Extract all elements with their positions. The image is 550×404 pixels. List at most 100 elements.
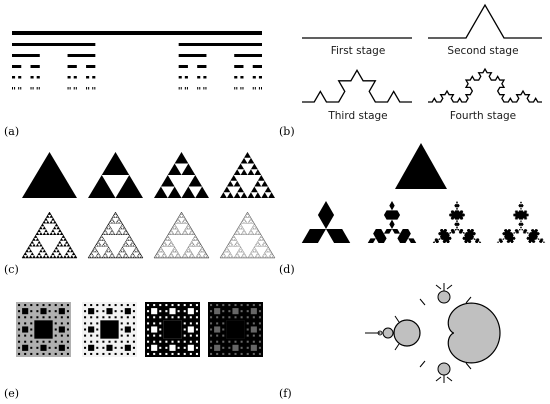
sierpinski-cell: [253, 248, 255, 250]
sierpinski-cell: [263, 242, 265, 244]
sierpinski-cell: [265, 253, 266, 255]
sierpinski-cell: [190, 242, 192, 244]
sierpinski-cell: [181, 234, 183, 235]
sierpinski-cell: [261, 245, 263, 246]
sierpinski-cell: [189, 234, 191, 235]
sierpinski-cell: [156, 256, 158, 258]
carpet-hole: [214, 344, 221, 351]
carpet-hole: [54, 316, 57, 319]
carpet-hole: [159, 328, 162, 331]
sierpinski-cell: [175, 232, 177, 234]
sierpinski-cell: [254, 256, 256, 258]
sierpinski-cell: [184, 251, 186, 253]
cantor-segment: [236, 87, 238, 90]
sierpinski-cell: [167, 186, 182, 198]
sierpinski-cell: [187, 246, 189, 248]
sierpinski-cell: [22, 255, 26, 258]
sierpinski-cell: [47, 212, 52, 215]
carpet-hole: [228, 346, 231, 349]
sierpinski-cell: [157, 256, 159, 258]
carpet-hole: [96, 334, 99, 337]
sierpinski-cell: [268, 250, 270, 252]
sierpinski-cell: [179, 255, 181, 256]
sierpinski-cell: [110, 233, 113, 235]
sierpinski-cell: [202, 250, 204, 252]
sierpinski-cell: [99, 255, 101, 257]
sierpinski-cell: [242, 222, 244, 224]
sierpinski-cell: [173, 245, 175, 247]
cantor-segment: [258, 87, 260, 90]
sierpinski-cell: [238, 249, 240, 251]
sierpinski-cell: [99, 243, 101, 246]
sierpinski-cell: [176, 221, 178, 223]
sierpinski-cell: [225, 250, 227, 251]
sierpinski-cell: [185, 233, 187, 235]
carpet-hole: [210, 322, 213, 325]
sierpinski-cell: [266, 248, 268, 250]
sierpinski-cell: [229, 245, 230, 246]
sierpinski-cell: [119, 232, 122, 234]
cantor-segment: [30, 65, 40, 68]
sierpinski-cell: [108, 256, 111, 258]
sierpinski-cell: [254, 245, 256, 247]
sierpinski-cell: [106, 245, 109, 247]
sierpinski-cell: [173, 245, 175, 246]
carpet-hole: [120, 322, 123, 325]
carpet-hole: [147, 322, 150, 325]
sierpinski-cell: [236, 242, 238, 244]
sierpinski-cell: [110, 230, 113, 233]
carpet-hole: [126, 304, 129, 307]
carpet-hole: [30, 304, 33, 307]
sierpinski-cell: [246, 256, 248, 258]
sierpinski-cell: [237, 241, 239, 243]
sierpinski-cell: [228, 249, 230, 251]
koch-snowflake-iteration-0: [395, 143, 447, 189]
sierpinski-cell: [245, 215, 247, 217]
carpet-hole: [147, 310, 150, 313]
carpet-hole: [18, 340, 21, 343]
carpet-hole: [120, 304, 123, 307]
sierpinski-cell: [186, 250, 188, 251]
carpet-hole: [222, 346, 225, 349]
sierpinski-outline: [153, 211, 210, 259]
sierpinski-cell: [125, 233, 128, 235]
sierpinski-cell: [262, 240, 263, 241]
sierpinski-cell: [190, 245, 192, 246]
sierpinski-cell: [247, 192, 255, 198]
sierpinski-cell: [163, 252, 165, 253]
sierpinski-cell: [126, 255, 129, 257]
sierpinski-cell: [238, 232, 239, 234]
sierpinski-cell: [173, 248, 175, 250]
sierpinski-cell: [112, 220, 115, 223]
carpet-hole: [169, 308, 176, 315]
sierpinski-cell: [176, 251, 178, 253]
sierpinski-cell: [166, 245, 168, 247]
cantor-segment: [203, 76, 207, 79]
sierpinski-cell: [195, 239, 197, 241]
sierpinski-cell: [234, 240, 236, 241]
sierpinski-cell: [243, 228, 245, 230]
sierpinski-cell: [111, 252, 113, 254]
sierpinski-cell: [106, 256, 109, 258]
sierpinski-cell: [119, 249, 122, 251]
carpet-hole: [210, 346, 213, 349]
sierpinski-cell: [226, 251, 228, 253]
sierpinski-cell: [242, 256, 244, 258]
sierpinski-cell: [256, 251, 258, 253]
sierpinski-cell: [127, 256, 130, 258]
carpet-hole: [54, 340, 57, 343]
sierpinski-cell: [269, 255, 271, 256]
sierpinski-cell: [201, 251, 203, 253]
sierpinski-cell: [240, 224, 242, 225]
sierpinski-cell: [202, 251, 203, 253]
mandelbrot-filament: [435, 376, 442, 382]
sierpinski-cell: [234, 236, 236, 238]
sierpinski-cell: [172, 232, 173, 234]
sierpinski-cell: [223, 253, 225, 255]
sierpinski-cell: [227, 256, 229, 258]
sierpinski-cell: [241, 250, 243, 251]
carpet-hole: [24, 316, 27, 319]
sierpinski-cell: [30, 252, 35, 256]
sierpinski-cell: [185, 255, 187, 257]
panel-label-e: (e): [4, 387, 20, 400]
